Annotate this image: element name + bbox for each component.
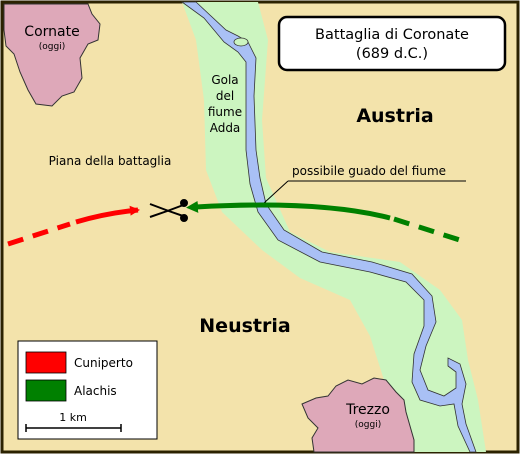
gorge-label-4: Adda (210, 121, 241, 135)
river-adda (180, 1, 477, 453)
river-island (233, 37, 249, 47)
cornate-label: Cornate (24, 24, 79, 40)
cornate-note: (oggi) (39, 42, 65, 52)
title-line2: (689 d.C.) (356, 46, 428, 62)
alachis-route-solid (186, 200, 391, 221)
gorge-label-2: del (216, 89, 234, 103)
region-austria: Austria (356, 105, 433, 127)
crossed-swords-icon (149, 199, 188, 222)
river-gorge (182, 2, 486, 452)
region-neustria: Neustria (199, 315, 290, 337)
title-box (277, 15, 507, 72)
scale-label: 1 km (59, 411, 87, 424)
cuniperto-route-dashed (7, 221, 71, 247)
battle-plain-label: Piana della battaglia (49, 154, 172, 168)
town-trezzo-area (301, 377, 415, 453)
ford-leader-line (263, 180, 289, 204)
ford-label: possibile guado del fiume (292, 164, 446, 178)
trezzo-note: (oggi) (355, 420, 381, 430)
legend-label-alachis: Alachis (74, 384, 117, 398)
trezzo-label: Trezzo (345, 402, 390, 418)
legend-swatch-cuniperto (25, 351, 67, 374)
legend-swatch-alachis (25, 379, 67, 402)
scale-bar (25, 424, 122, 432)
gorge-label-3: fiume (208, 105, 242, 119)
legend-label-cuniperto: Cuniperto (74, 356, 133, 370)
gorge-label-1: Gola (211, 73, 238, 87)
cuniperto-route-solid (75, 205, 140, 225)
title-line1: Battaglia di Coronate (315, 27, 469, 43)
town-cornate-area (3, 3, 101, 107)
alachis-route-dashed (393, 216, 467, 245)
